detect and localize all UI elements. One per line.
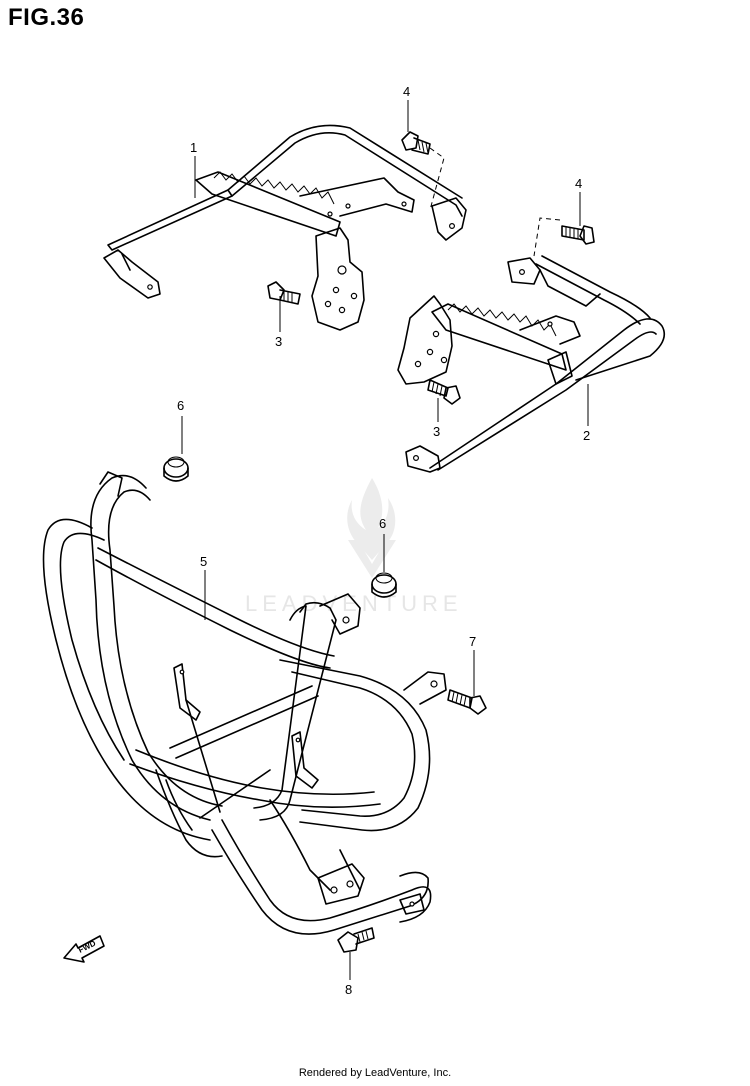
grommet-6-upper: [163, 456, 189, 482]
part-2-footrest-right: [397, 255, 666, 473]
callout-4-right: 4: [575, 176, 582, 191]
fwd-label: FWD: [77, 939, 98, 955]
callout-7: 7: [469, 634, 476, 649]
footer-credit: Rendered by LeadVenture, Inc.: [298, 1067, 452, 1079]
bolt-7: [447, 689, 487, 715]
figure-title: FIG.36: [8, 4, 85, 31]
leader-lines: [181, 100, 589, 980]
grommet-6-lower: [371, 572, 397, 598]
watermark-flame-icon: [347, 478, 396, 578]
watermark-text: LEADVENTURE: [245, 591, 463, 616]
fwd-direction-indicator: FWD: [63, 935, 105, 963]
callout-6-lower: 6: [379, 516, 386, 531]
callout-2: 2: [583, 428, 590, 443]
bolt-3-upper: [267, 281, 301, 305]
callout-3-upper: 3: [275, 334, 282, 349]
callout-6-upper: 6: [177, 398, 184, 413]
bolt-8: [337, 927, 375, 953]
watermark: LEADVENTURE: [245, 478, 463, 616]
bolt-4-upper: [401, 131, 431, 155]
callout-4-upper: 4: [403, 84, 410, 99]
callout-5: 5: [200, 554, 207, 569]
part-1-footrest-left: [103, 124, 467, 331]
callout-3-lower: 3: [433, 424, 440, 439]
bolt-3-lower: [427, 379, 461, 405]
callout-1: 1: [190, 140, 197, 155]
callout-8: 8: [345, 982, 352, 997]
part-5-front-guard: [42, 471, 447, 935]
bolt-4-right: [561, 225, 595, 245]
fwd-arrow-icon: [63, 935, 105, 963]
